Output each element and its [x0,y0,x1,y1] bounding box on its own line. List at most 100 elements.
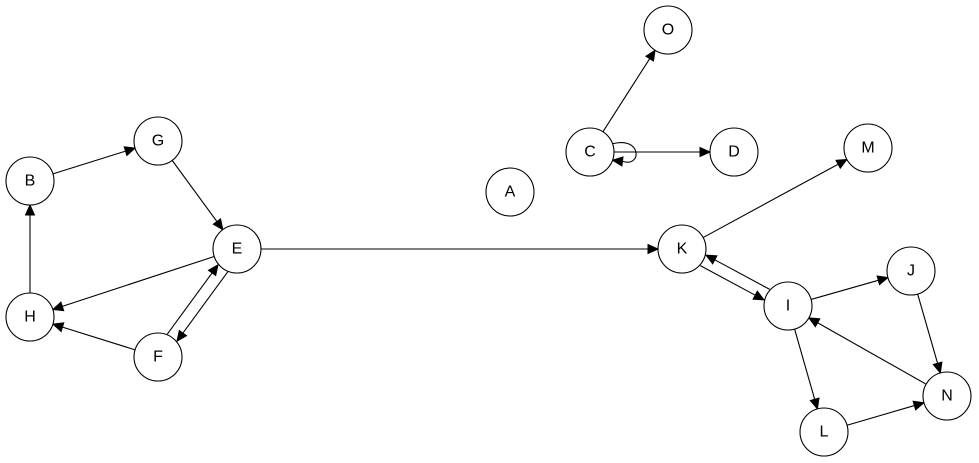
node-circle [799,407,849,457]
node-label: F [153,349,163,366]
edge-line [62,255,215,307]
node-l: L [799,407,849,457]
edge-line [602,58,651,133]
arrowhead [835,158,848,170]
edge-line [182,271,229,334]
node-circle [657,224,707,274]
node-a: A [485,167,535,217]
node-circle [133,116,183,166]
node-label: G [152,133,164,150]
node-circle [763,281,813,331]
node-label: A [505,184,516,201]
node-circle [212,224,262,274]
node-m: M [843,123,893,173]
node-label: M [861,140,874,157]
node-circle [843,123,893,173]
edge-i-to-l [794,328,820,411]
edge-c-to-c [611,142,637,167]
node-circle [5,156,55,206]
node-circle [5,292,55,342]
arrowhead [123,146,137,157]
edge-e-to-f [176,271,229,343]
node-i: I [763,281,813,331]
arrowhead [932,361,943,375]
arrowhead [752,290,766,301]
edge-l-to-n [846,400,926,426]
node-e: E [212,224,262,274]
edge-e-to-k [261,243,660,255]
arrowhead [51,322,65,333]
edge-line [52,150,126,175]
edge-b-to-g [52,146,137,175]
edge-f-to-e [166,263,219,335]
edge-line [917,293,939,364]
arrowhead [699,146,712,158]
node-g: G [133,116,183,166]
edge-e-to-h [51,255,215,312]
node-circle [565,127,615,177]
edge-h-to-b [24,203,36,293]
arrowhead [647,243,660,255]
node-label: J [907,263,915,280]
edge-j-to-n [917,293,943,375]
edge-line [714,259,770,290]
node-k: K [657,224,707,274]
node-circle [643,5,693,55]
arrowhead [24,203,36,216]
node-label: C [584,144,596,161]
node-d: D [709,127,759,177]
edge-line [171,160,218,222]
node-label: B [25,173,36,190]
node-label: I [786,298,790,315]
arrowhead [912,400,926,411]
node-circle [709,127,759,177]
edge-i-to-k [704,254,770,290]
edge-i-to-j [810,275,890,300]
edge-line [166,272,213,335]
node-label: K [677,241,688,258]
edge-f-to-h [51,322,136,351]
edge-n-to-i [807,317,927,385]
node-label: H [24,309,36,326]
node-circle [133,332,183,382]
nodes-layer: O C D M G B A E K J I H F N L [5,5,972,457]
node-j: J [886,246,936,296]
edge-line [810,279,879,300]
arrowhead [207,263,219,277]
edge-line [702,163,839,239]
arrowhead [704,254,718,265]
arrowhead [611,156,624,167]
edge-line [846,405,915,426]
node-circle [922,371,972,421]
edge-line [62,326,136,351]
edge-k-to-m [702,158,848,239]
edge-line [794,328,816,400]
arrowhead [809,397,820,411]
node-label: D [728,144,740,161]
arrowhead [807,317,821,328]
arrowhead [176,329,188,343]
node-c: C [565,127,615,177]
node-o: O [643,5,693,55]
arrowhead [212,218,224,231]
node-f: F [133,332,183,382]
node-label: O [662,22,674,39]
edge-c-to-d [614,146,712,158]
node-label: L [820,424,829,441]
arrowhead [876,275,890,286]
node-circle [886,246,936,296]
node-n: N [922,371,972,421]
edge-g-to-e [171,160,224,231]
node-h: H [5,292,55,342]
edge-k-to-i [700,265,766,301]
node-b: B [5,156,55,206]
node-label: E [232,241,243,258]
arrowhead [644,49,656,62]
node-circle [485,167,535,217]
edge-line [612,142,637,163]
arrowhead [51,301,65,312]
node-label: N [941,388,953,405]
edge-line [700,265,756,296]
edge-c-to-o [602,49,656,133]
